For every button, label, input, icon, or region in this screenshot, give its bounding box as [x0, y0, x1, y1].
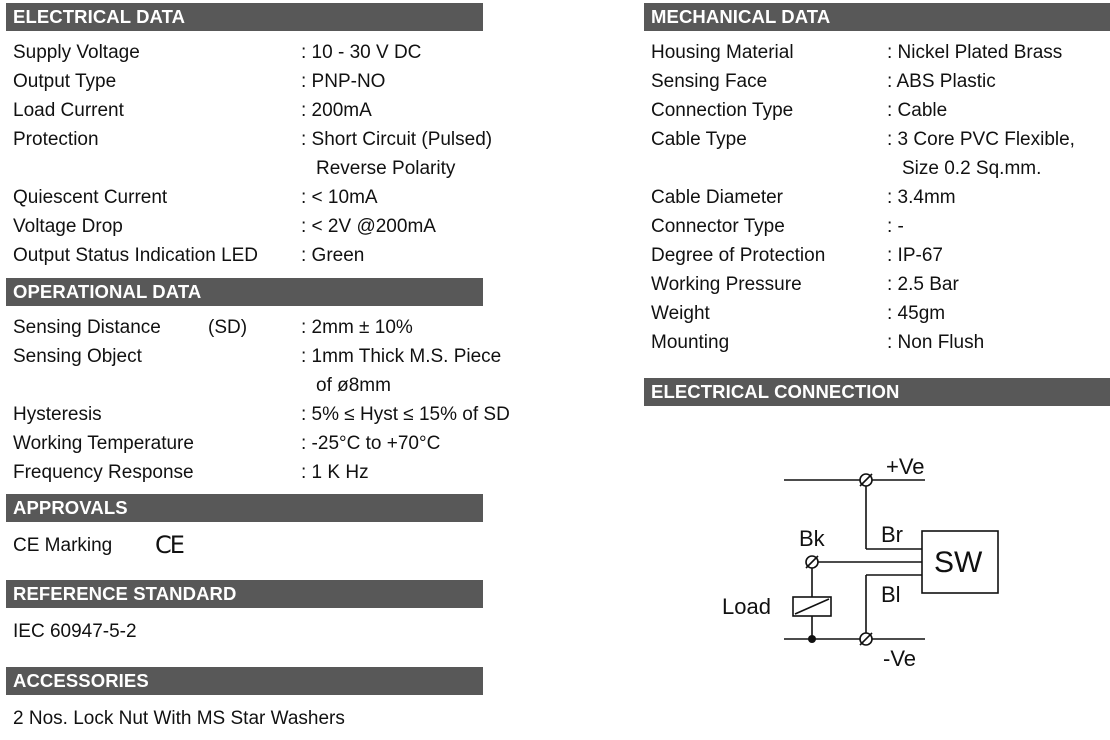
spec-value: : 3 Core PVC Flexible, [887, 129, 1075, 150]
spec-row-sensing-face: Sensing Face : ABS Plastic [651, 67, 1106, 96]
spec-label: Quiescent Current [13, 187, 168, 208]
spec-row-voltage-drop: Voltage Drop : < 2V @200mA [13, 212, 533, 241]
bk-label: Bk [799, 526, 826, 551]
spec-value: : Short Circuit (Pulsed) [301, 129, 493, 150]
spec-row-sensing-object-cont: of ø8mm [13, 371, 533, 400]
spec-value: : -25°C to +70°C [301, 433, 441, 454]
spec-label: Mounting [651, 332, 730, 353]
spec-row-protection-cont: Reverse Polarity [13, 154, 533, 183]
spec-value: : Green [301, 245, 365, 266]
spec-label: Sensing Face [651, 71, 768, 92]
pos-label: +Ve [886, 454, 925, 479]
spec-value: : IP-67 [887, 245, 943, 266]
spec-row-protection: Protection : Short Circuit (Pulsed) [13, 125, 533, 154]
spec-value: : 45gm [887, 303, 946, 324]
operational-data-header: OPERATIONAL DATA [6, 278, 483, 306]
reference-standard-text: IEC 60947-5-2 [13, 621, 137, 642]
spec-row-working-temperature: Working Temperature : -25°C to +70°C [13, 429, 533, 458]
spec-label: Voltage Drop [13, 216, 123, 237]
spec-label: Hysteresis [13, 404, 102, 425]
spec-label: Working Temperature [13, 433, 194, 454]
spec-row-mounting: Mounting : Non Flush [651, 328, 1106, 357]
load-relay-icon [792, 596, 832, 617]
spec-value: : < 10mA [301, 187, 378, 208]
spec-row-weight: Weight : 45gm [651, 299, 1106, 328]
reference-standard-header: REFERENCE STANDARD [6, 580, 483, 608]
spec-value-continued: Size 0.2 Sq.mm. [902, 158, 1042, 179]
spec-value: : Cable [887, 100, 948, 121]
spec-label: Cable Type [651, 129, 747, 150]
spec-label: Weight [651, 303, 710, 324]
electrical-data-header: ELECTRICAL DATA [6, 3, 483, 31]
mechanical-data-header: MECHANICAL DATA [644, 3, 1110, 31]
spec-row-quiescent-current: Quiescent Current : < 10mA [13, 183, 533, 212]
bl-label: Bl [881, 582, 901, 607]
ce-mark-icon: CE [155, 531, 185, 559]
spec-label: Housing Material [651, 42, 794, 63]
spec-value: : < 2V @200mA [301, 216, 436, 237]
spec-label: Sensing Object [13, 346, 142, 367]
spec-row-hysteresis: Hysteresis : 5% ≤ Hyst ≤ 15% of SD [13, 400, 533, 429]
spec-row-connector-type: Connector Type : - [651, 212, 1106, 241]
accessories-header: ACCESSORIES [6, 667, 483, 695]
spec-label: Sensing Distance [13, 317, 161, 338]
spec-value: : ABS Plastic [887, 71, 996, 92]
spec-value: : 3.4mm [887, 187, 956, 208]
spec-row-cable-type-cont: Size 0.2 Sq.mm. [651, 154, 1106, 183]
spec-value-continued: of ø8mm [316, 375, 391, 396]
spec-label: Working Pressure [651, 274, 802, 295]
junction-dot [808, 635, 816, 643]
spec-value: : 2.5 Bar [887, 274, 959, 295]
load-label: Load [722, 594, 771, 619]
spec-row-degree-of-protection: Degree of Protection : IP-67 [651, 241, 1106, 270]
spec-row-sensing-distance: Sensing Distance (SD) : 2mm ± 10% [13, 313, 533, 342]
spec-label-note: (SD) [208, 317, 248, 338]
spec-value-continued: Reverse Polarity [316, 158, 456, 179]
spec-label: Cable Diameter [651, 187, 783, 208]
spec-row-housing-material: Housing Material : Nickel Plated Brass [651, 38, 1106, 67]
spec-value: : 2mm ± 10% [301, 317, 413, 338]
load-relay-slash [794, 598, 830, 615]
approvals-header: APPROVALS [6, 494, 483, 522]
spec-row-load-current: Load Current : 200mA [13, 96, 533, 125]
accessories-text: 2 Nos. Lock Nut With MS Star Washers [13, 708, 345, 729]
spec-label: Load Current [13, 100, 124, 121]
spec-label: Connection Type [651, 100, 794, 121]
spec-label: Protection [13, 129, 99, 150]
spec-label: Frequency Response [13, 462, 194, 483]
spec-row-working-pressure: Working Pressure : 2.5 Bar [651, 270, 1106, 299]
ce-marking-text: CE Marking [13, 535, 113, 556]
spec-row-led: Output Status Indication LED : Green [13, 241, 533, 270]
spec-label: Supply Voltage [13, 42, 140, 63]
switch-box [921, 530, 999, 594]
spec-value: : Nickel Plated Brass [887, 42, 1063, 63]
sw-label: SW [934, 546, 983, 579]
spec-label: Output Status Indication LED [13, 245, 259, 266]
spec-label: Connector Type [651, 216, 785, 237]
spec-row-connection-type: Connection Type : Cable [651, 96, 1106, 125]
spec-row-output-type: Output Type : PNP-NO [13, 67, 533, 96]
spec-label: Degree of Protection [651, 245, 826, 266]
spec-row-cable-type: Cable Type : 3 Core PVC Flexible, [651, 125, 1106, 154]
br-label: Br [881, 522, 903, 547]
wiring-diagram: +Ve -Ve Br Bk Bl SW Load [722, 454, 999, 671]
spec-row-supply-voltage: Supply Voltage : 10 - 30 V DC [13, 38, 533, 67]
spec-row-cable-diameter: Cable Diameter : 3.4mm [651, 183, 1106, 212]
spec-value: : 200mA [301, 100, 372, 121]
electrical-connection-header: ELECTRICAL CONNECTION [644, 378, 1110, 406]
neg-label: -Ve [883, 646, 916, 671]
spec-value: : Non Flush [887, 332, 985, 353]
spec-label: Output Type [13, 71, 117, 92]
spec-row-sensing-object: Sensing Object : 1mm Thick M.S. Piece [13, 342, 533, 371]
spec-row-frequency-response: Frequency Response : 1 K Hz [13, 458, 533, 487]
spec-value: : 5% ≤ Hyst ≤ 15% of SD [301, 404, 510, 425]
spec-value: : - [887, 216, 904, 237]
spec-value: : 1mm Thick M.S. Piece [301, 346, 502, 367]
spec-value: : 10 - 30 V DC [301, 42, 422, 63]
spec-value: : PNP-NO [301, 71, 386, 92]
spec-value: : 1 K Hz [301, 462, 369, 483]
